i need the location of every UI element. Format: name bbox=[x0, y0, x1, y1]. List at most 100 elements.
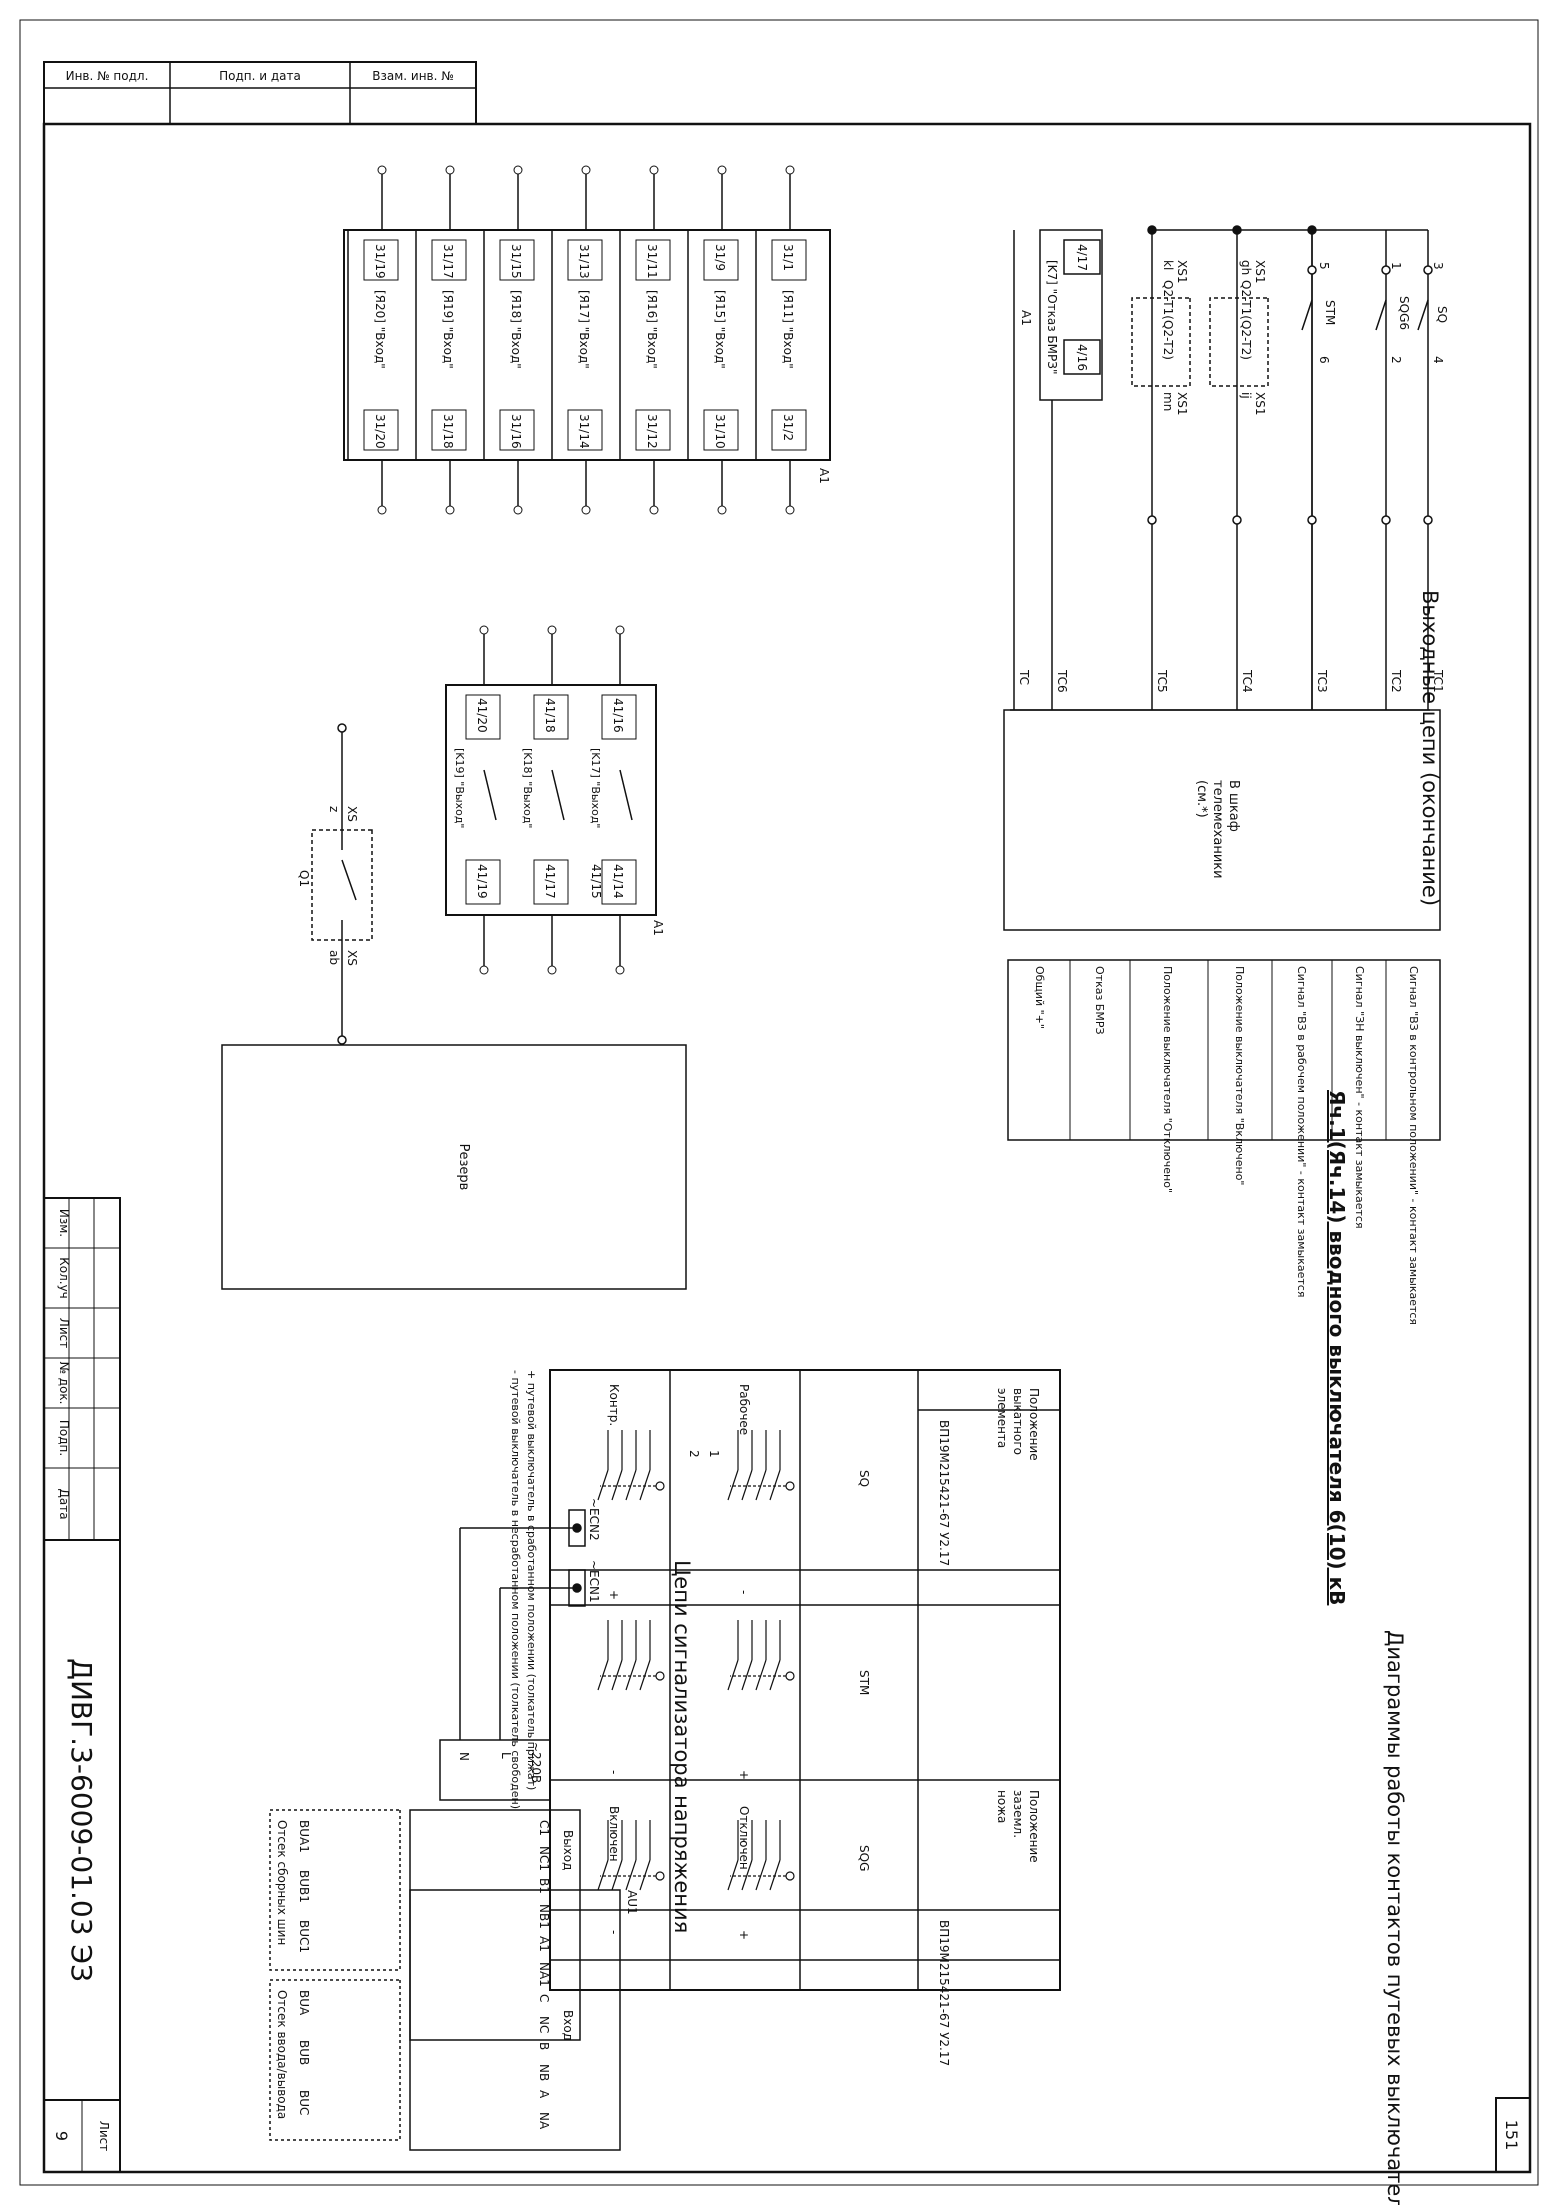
dt-part-2: ВП19М215421-67 У2.17 bbox=[937, 1920, 951, 2066]
cabinet-line-3: (см.*) bbox=[1194, 780, 1209, 818]
output-row-terminal bbox=[547, 965, 557, 975]
dt-row2-off: Отключен bbox=[737, 1806, 751, 1870]
q1-right-sub: ab bbox=[327, 950, 341, 965]
sensor-bua1: BUA1 bbox=[297, 1820, 311, 1853]
input-row-label: [Я19] "Вход" bbox=[441, 290, 455, 369]
input-row-terminal bbox=[581, 165, 591, 175]
input-row-pin-left: 31/19 bbox=[373, 244, 387, 279]
tb-col-list: Лист bbox=[57, 1318, 71, 1348]
output-row-terminal bbox=[615, 965, 625, 975]
input-row-terminal bbox=[717, 165, 727, 175]
stamp-inv-orig: Инв. № подл. bbox=[66, 69, 149, 83]
output-row-label: [K19] "Выход" bbox=[453, 748, 466, 829]
dt-header-pos-1: выкатного bbox=[1011, 1388, 1025, 1455]
input-row-pin-left: 31/17 bbox=[441, 244, 455, 279]
reserve-label: Резерв bbox=[456, 1144, 471, 1191]
input-row-terminal bbox=[445, 505, 455, 515]
contact-glyph-plunger bbox=[785, 1871, 795, 1881]
input-row-pin-right: 31/14 bbox=[577, 414, 591, 449]
bus-caption: Отсек сборных шин bbox=[275, 1820, 289, 1945]
title-signalizer: Цепи сигнализатора напряжения bbox=[670, 1560, 694, 1933]
output-row-pin-left: 41/20 bbox=[475, 698, 489, 733]
output-row-terminal bbox=[479, 625, 489, 635]
output-row-terminal bbox=[479, 965, 489, 975]
input-row-terminal bbox=[513, 505, 523, 515]
tc-3: TC3 bbox=[1315, 669, 1329, 693]
contact-glyph-blade bbox=[611, 1859, 623, 1891]
contact-glyph-blade bbox=[597, 1659, 609, 1691]
tb-col-izm: Изм. bbox=[57, 1209, 71, 1237]
dt-part-1: ВП19М215421-67 У2.17 bbox=[937, 1420, 951, 1566]
tc-2: TC2 bbox=[1389, 669, 1403, 693]
page-number: 151 bbox=[1502, 2120, 1521, 2151]
contact-glyph-blade bbox=[769, 1659, 781, 1691]
contact-sqg6-pin-1: 1 bbox=[1389, 262, 1403, 270]
output-row-contact bbox=[551, 769, 565, 821]
input-rows: 31/1[Я11] "Вход"31/231/9[Я15] "Вход"31/1… bbox=[347, 165, 807, 515]
contact-glyph-blade bbox=[639, 1659, 651, 1691]
a1-k7-pin-top: 4/17 bbox=[1075, 244, 1089, 271]
pin-n: N bbox=[457, 1752, 471, 1761]
input-row-pin-box bbox=[499, 239, 535, 281]
contact-glyph-blade bbox=[755, 1859, 767, 1891]
stamp-inv-repl: Взам. инв. № bbox=[372, 69, 453, 83]
contact-glyph-plunger bbox=[655, 1871, 665, 1881]
sensor-buc1: BUC1 bbox=[297, 1920, 311, 1953]
input-row-pin-box bbox=[771, 409, 807, 451]
xs1-kl-bot: XS1 bbox=[1175, 392, 1189, 415]
contact-glyph-blade bbox=[639, 1859, 651, 1891]
tb-col-sign: Подп. bbox=[57, 1420, 71, 1456]
input-row-label: [Я16] "Вход" bbox=[645, 290, 659, 369]
contact-sqg6-name: SQG6 bbox=[1397, 296, 1411, 330]
inputs-block bbox=[343, 229, 831, 461]
output-row-pin-right-2: 41/15 bbox=[589, 864, 603, 899]
dt-legend-minus: - путевой выключатель в несработанном по… bbox=[509, 1370, 522, 1809]
ecn1: ~ECN1 bbox=[587, 1560, 601, 1603]
dt-header-earth-1: заземл. bbox=[1011, 1790, 1025, 1838]
contact-glyph-plunger bbox=[785, 1671, 795, 1681]
contact-glyph-blade bbox=[727, 1469, 739, 1501]
xs1-kl-top: XS1 bbox=[1175, 260, 1189, 283]
output-row-label: [K17] "Выход" bbox=[589, 748, 602, 829]
xs1-gh-ref: Q2-T1(Q2-T2) bbox=[1239, 280, 1253, 360]
diagram-table bbox=[549, 1369, 1061, 1991]
input-row-pin-left: 31/11 bbox=[645, 244, 659, 279]
out-pin-nc1: NC1 bbox=[537, 1846, 551, 1871]
output-row-contact bbox=[483, 769, 497, 821]
input-row-pin-right: 31/16 bbox=[509, 414, 523, 449]
q1-right-xs: XS bbox=[345, 950, 359, 966]
signalizer-text: ~ECN2 ~ECN1 ~220В L N AU1 Выход Вход C1 … bbox=[275, 1498, 639, 2130]
pin-l: L bbox=[499, 1752, 513, 1759]
dt-pins-odd: 1 bbox=[707, 1450, 721, 1458]
dt-row-work-stm-sign: + bbox=[737, 1770, 751, 1780]
input-row-pin-right: 31/20 bbox=[373, 414, 387, 449]
input-row-label: [Я11] "Вход" bbox=[781, 290, 795, 369]
q1-block bbox=[311, 723, 373, 1045]
input-row-pin-left: 31/15 bbox=[509, 244, 523, 279]
input-row-terminal bbox=[377, 505, 387, 515]
input-row-pin-box bbox=[499, 409, 535, 451]
input-row-terminal bbox=[717, 505, 727, 515]
sensor-bub1: BUB1 bbox=[297, 1870, 311, 1903]
in-label: Вход bbox=[561, 2010, 575, 2041]
input-row-terminal bbox=[785, 505, 795, 515]
output-row-pin-left: 41/18 bbox=[543, 698, 557, 733]
input-row-label: [Я20] "Вход" bbox=[373, 290, 387, 369]
output-row-pin-box bbox=[465, 694, 501, 740]
q1-unit: Q1 bbox=[297, 870, 311, 887]
dt-row-test-sq-sign: + bbox=[607, 1590, 621, 1600]
input-row-terminal bbox=[649, 165, 659, 175]
sensor-bub: BUB bbox=[297, 2040, 311, 2065]
contact-glyph-blade bbox=[625, 1859, 637, 1891]
output-row-terminal bbox=[615, 625, 625, 635]
dt-row-test-stm-sign: - bbox=[607, 1770, 621, 1774]
input-row-pin-left: 31/1 bbox=[781, 244, 795, 271]
contact-glyph-blade bbox=[625, 1659, 637, 1691]
signals-table bbox=[1007, 959, 1441, 1141]
title-diagrams: Диаграммы работы контактов путевых выклю… bbox=[1383, 1630, 1407, 2205]
a1-k7-pin-bot: 4/16 bbox=[1075, 344, 1089, 371]
output-circuit bbox=[1003, 225, 1441, 931]
contact-sqg6-pin-2: 2 bbox=[1389, 356, 1403, 364]
